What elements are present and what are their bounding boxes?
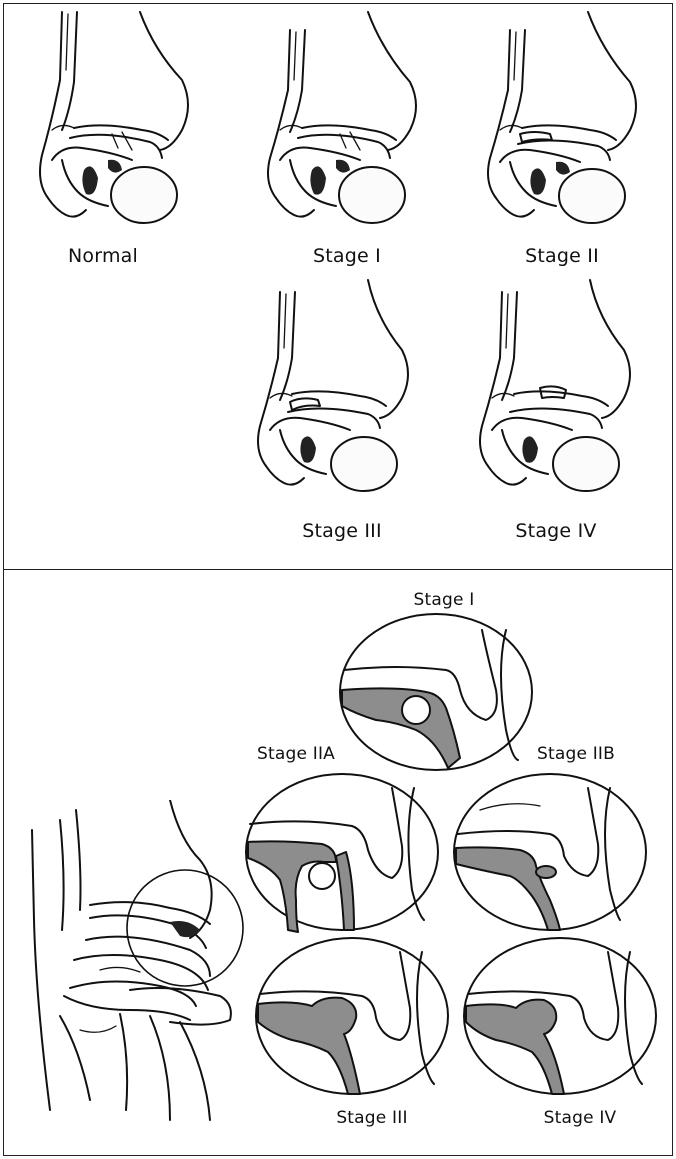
detail-circle-stage-3 [252,934,452,1099]
label-detail-stage-2b: Stage IIB [537,744,615,764]
label-stage-2: Stage II [525,245,599,267]
detail-circle-stage-4 [460,934,660,1099]
label-stage-4: Stage IV [515,520,596,542]
label-detail-stage-2a: Stage IIA [257,744,335,764]
ankle-overview-illustration [20,800,260,1130]
ankle-illustration-stage-2 [470,10,650,235]
label-normal: Normal [68,245,138,267]
ankle-illustration-stage-1 [250,10,430,235]
detail-circle-stage-2b [450,770,650,935]
label-detail-stage-3: Stage III [336,1108,407,1128]
label-detail-stage-4: Stage IV [544,1108,617,1128]
label-stage-1: Stage I [313,245,381,267]
label-detail-stage-1: Stage I [414,590,475,610]
ankle-illustration-stage-4 [462,278,642,503]
detail-circle-stage-1 [336,610,536,775]
ankle-illustration-normal [22,10,202,235]
ankle-illustration-stage-3 [240,278,420,503]
detail-circle-stage-2a [242,770,442,935]
label-stage-3: Stage III [302,520,382,542]
